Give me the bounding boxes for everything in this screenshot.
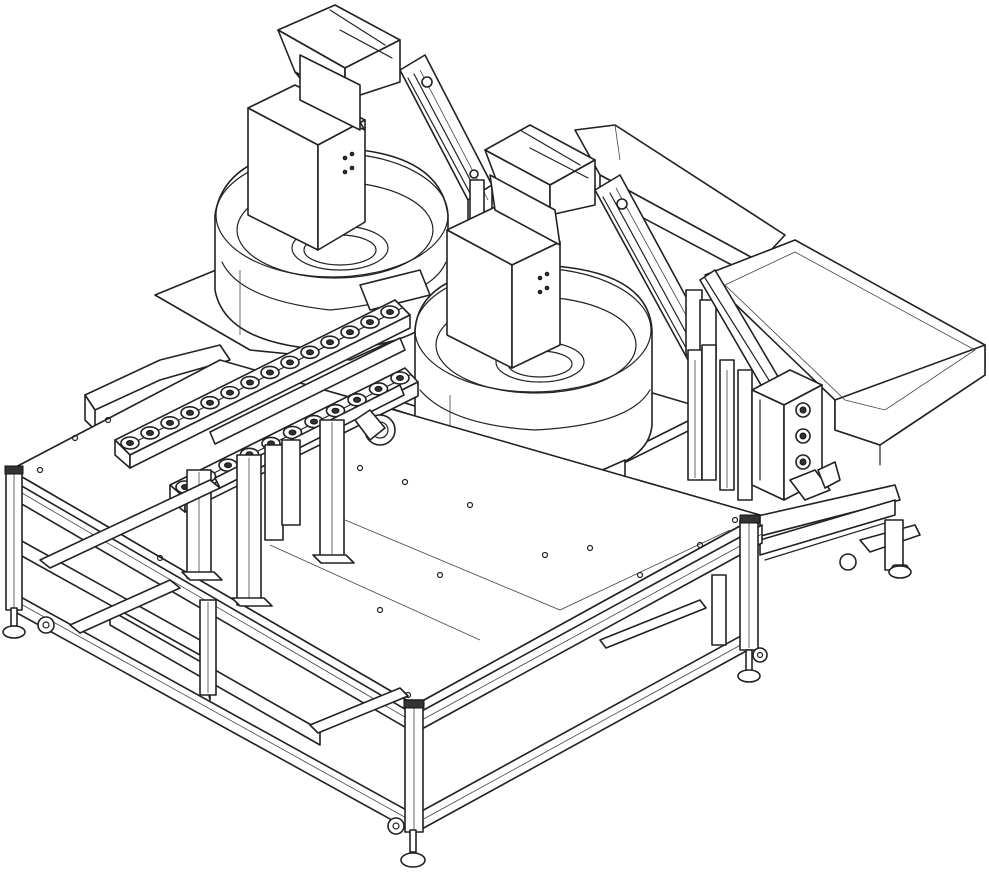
track-part-hole: [396, 375, 404, 381]
track-part-hole: [226, 389, 234, 396]
track-part-hole: [366, 319, 374, 326]
front-bowl-feeder: [379, 124, 781, 553]
control-panel: [751, 369, 841, 501]
right-collection-tray: [704, 239, 986, 466]
rear-collection-bin: [574, 124, 786, 281]
linear-feed-tracks: [114, 299, 419, 513]
track-part-hole: [346, 329, 354, 336]
right-support-columns: [687, 344, 753, 501]
track-part-hole: [386, 309, 394, 315]
track-part-hole: [186, 409, 194, 416]
leveling-feet: [2, 565, 912, 868]
track-part-hole: [374, 385, 383, 392]
aluminum-frame: [4, 465, 763, 833]
track-part-hole: [166, 419, 174, 426]
track-part-hole: [246, 379, 254, 386]
track-part-hole: [310, 418, 318, 425]
track-part-hole: [288, 429, 297, 436]
track-part-hole: [331, 407, 340, 414]
track-part-hole: [326, 339, 334, 346]
track-part-hole: [306, 349, 314, 356]
track-part-hole: [146, 429, 154, 436]
track-part-hole: [353, 396, 361, 403]
track-part-hole: [266, 369, 274, 376]
track-part-hole: [206, 399, 214, 406]
track-part-hole: [126, 440, 134, 446]
track-part-hole: [224, 462, 232, 469]
rear-base-frame: [739, 484, 921, 576]
track-part-hole: [286, 359, 294, 366]
